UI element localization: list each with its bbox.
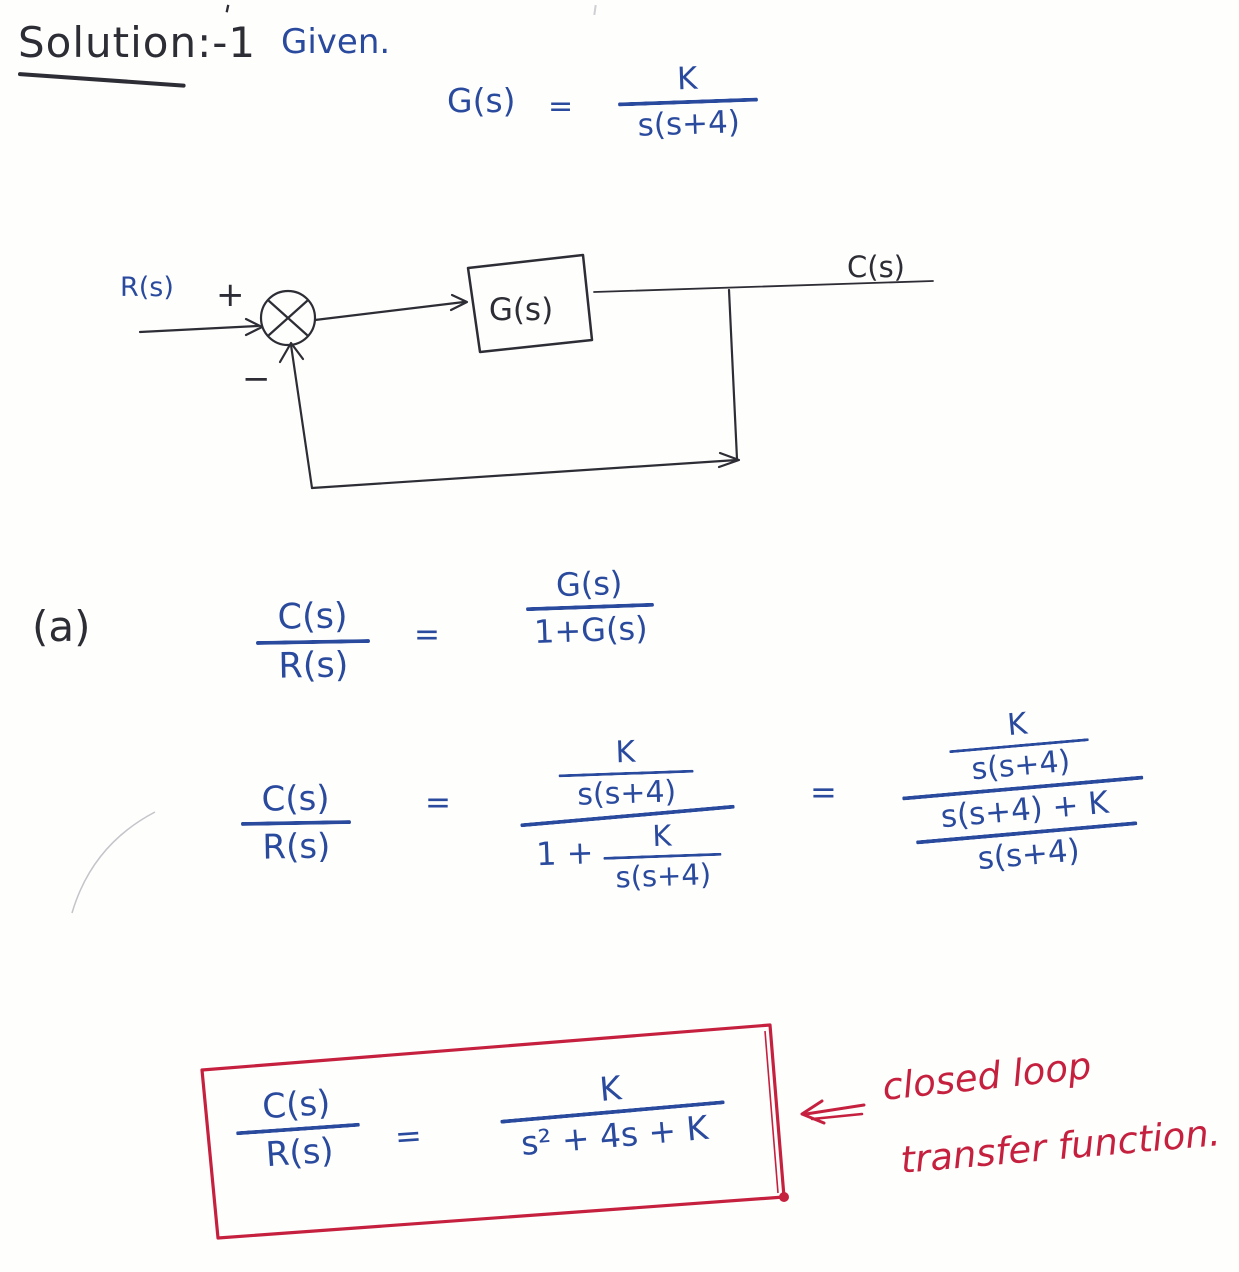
result-box-corner-dot	[779, 1192, 789, 1202]
block-arrowhead-icon	[449, 293, 469, 312]
ss4-denominator: s(s+4)	[576, 774, 677, 813]
rs-denominator: R(s)	[262, 826, 331, 868]
gs-block	[466, 253, 594, 354]
fraction-bar	[240, 820, 352, 826]
junction-x-icon	[267, 299, 309, 337]
feedback-return-line	[289, 343, 314, 490]
k-numerator: K	[651, 818, 673, 854]
derivation-equals-1: =	[425, 785, 451, 821]
cs-numerator: C(s)	[277, 596, 348, 638]
derivation-step2-fraction: K s(s+4) s(s+4) + K s(s+4)	[895, 700, 1150, 881]
derivation-lhs-fraction: C(s) R(s)	[240, 778, 352, 868]
summing-junction	[259, 289, 317, 347]
ss4-denominator: s(s+4)	[614, 857, 712, 895]
feedback-corner-arrowhead-icon	[717, 451, 741, 469]
given-label: Given.	[281, 22, 391, 62]
block-diagram: R(s) + − G(s) C(s)	[120, 250, 934, 490]
input-signal-label: R(s)	[120, 272, 174, 303]
input-line	[138, 324, 260, 334]
derivation-equals-2: =	[810, 773, 837, 811]
rs-denominator: R(s)	[264, 1130, 335, 1176]
result-lhs-fraction: C(s) R(s)	[233, 1082, 362, 1176]
result-equals: =	[393, 1116, 424, 1156]
fraction-bar	[255, 639, 371, 645]
output-signal-label: C(s)	[847, 250, 905, 284]
left-arrow-icon	[800, 1099, 866, 1125]
step1-numerator-subfraction: K s(s+4)	[557, 734, 694, 813]
cs-numerator: C(s)	[261, 778, 330, 820]
part-a-lhs-fraction: C(s) R(s)	[255, 596, 371, 687]
output-line	[593, 280, 934, 293]
solution-title: Solution:-1	[18, 18, 257, 67]
feedback-bottom-line	[310, 458, 739, 490]
given-denominator: s(s+4)	[637, 104, 741, 144]
feedback-takeoff-line	[727, 288, 739, 461]
k-numerator: K	[1005, 706, 1029, 744]
pencil-arc	[71, 811, 156, 914]
rs-denominator: R(s)	[278, 645, 349, 687]
stray-mark	[593, 4, 597, 16]
given-fraction: K s(s+4)	[617, 60, 760, 144]
feedback-arrowhead-icon	[278, 341, 305, 364]
result-box-double-stroke	[764, 1030, 779, 1194]
step1-denominator: 1 + K s(s+4)	[535, 818, 723, 895]
annotation-line-2: transfer function.	[898, 1111, 1223, 1182]
given-lhs: G(s)	[447, 81, 516, 120]
result-box	[200, 1023, 789, 1240]
annotation-line-1: closed loop	[880, 1044, 1094, 1109]
k-numerator: K	[614, 734, 636, 771]
given-equals: =	[548, 89, 574, 124]
block-label: G(s)	[489, 292, 553, 328]
gs-numerator: G(s)	[555, 563, 624, 605]
ss4-denominator: s(s+4)	[970, 743, 1072, 788]
part-a-label: (a)	[32, 602, 91, 651]
ss4-bottom-text: s(s+4)	[976, 832, 1082, 878]
title-underline	[17, 72, 186, 88]
plus-sign: +	[216, 275, 245, 315]
minus-sign: −	[242, 359, 271, 399]
one-plus-gs-denominator: 1+G(s)	[533, 609, 649, 651]
part-a-rhs-fraction: G(s) 1+G(s)	[525, 563, 656, 651]
k-numerator: K	[597, 1068, 623, 1109]
part-a-equals: =	[414, 617, 440, 653]
given-numerator: K	[676, 60, 698, 98]
step2-numerator-subfraction: K s(s+4)	[946, 704, 1092, 787]
step1-denominator-subfraction: K s(s+4)	[602, 818, 722, 895]
cs-numerator: C(s)	[261, 1082, 332, 1128]
junction-to-block-line	[313, 300, 466, 322]
derivation-step1-fraction: K s(s+4) 1 + K s(s+4)	[517, 734, 737, 895]
one-plus-text: 1 +	[535, 833, 595, 874]
